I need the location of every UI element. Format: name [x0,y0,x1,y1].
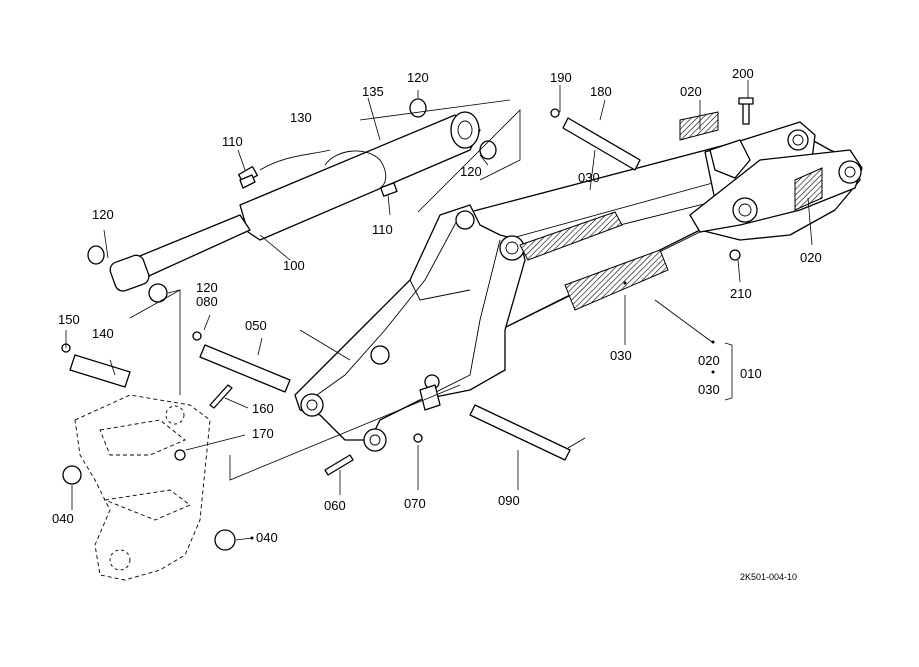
label-050: 050 [245,318,267,333]
small-parts [61,97,754,551]
label-070: 070 [404,496,426,511]
label-120-top: 120 [407,70,429,85]
label-120-left: 120 [92,207,114,222]
label-130: 130 [290,110,312,125]
reference-code: 2K501-004-10 [740,572,797,582]
label-010: 010 [740,366,762,381]
label-110-right: 110 [372,222,393,237]
label-030-assy: 030 [698,382,720,397]
label-160: 160 [252,401,274,416]
decal-020-side [794,167,823,211]
label-135: 135 [362,84,384,99]
swing-bracket [74,394,211,581]
label-040-right: 040 [256,530,278,545]
decal-030-lower [564,249,669,311]
label-090: 090 [498,493,520,508]
part-labels: 120 135 130 110 120 110 120 100 120 080 … [52,66,822,582]
label-150: 150 [58,312,80,327]
label-110-left: 110 [222,134,243,149]
label-020-assy: 020 [698,353,720,368]
label-120-lower: 120 [196,280,218,295]
label-140: 140 [92,326,114,341]
label-180: 180 [590,84,612,99]
label-120-right: 120 [460,164,482,179]
label-020-right: 020 [800,250,822,265]
label-030-top: 030 [578,170,600,185]
label-030-mid: 030 [610,348,632,363]
label-190: 190 [550,70,572,85]
label-060: 060 [324,498,346,513]
decal-030-upper [519,211,623,261]
cylinder-assembly [109,111,481,292]
label-040-left: 040 [52,511,74,526]
label-100: 100 [283,258,305,273]
label-080: 080 [196,294,218,309]
label-020-top: 020 [680,84,702,99]
label-170: 170 [252,426,274,441]
boom-assembly [294,111,863,452]
label-markers [250,281,715,540]
label-210: 210 [730,286,752,301]
decal-020-top [679,111,719,141]
label-200: 200 [732,66,754,81]
leader-lines [65,80,813,541]
